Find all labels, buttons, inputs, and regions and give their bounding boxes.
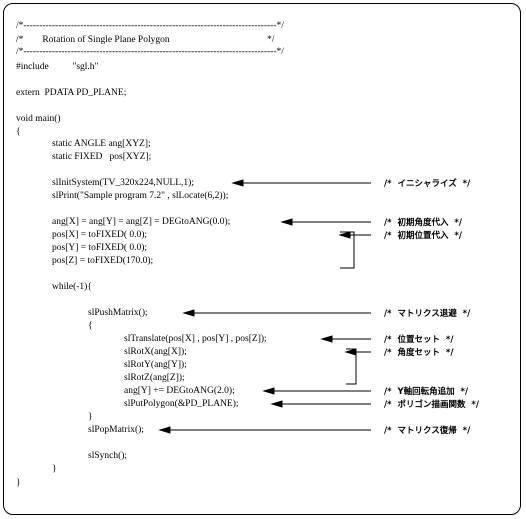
code-line-pos-z: pos[Z] = toFIXED(170.0); — [52, 256, 154, 266]
arrow-head-matrix-pop — [158, 426, 171, 434]
code-line-close-while: } — [52, 464, 57, 474]
note-matrix-pop: /* マトリクス復帰 */ — [384, 426, 471, 436]
arrow-head-polygon-draw — [270, 400, 283, 408]
code-line-synch: slSynch(); — [88, 451, 128, 461]
code-line-print: slPrint("Sample program 7.2" , slLocate(… — [52, 191, 229, 201]
arrow-head-initialize — [231, 179, 244, 187]
arrow-head-angle-set — [344, 348, 357, 356]
code-line-header-bottom: /*--------------------------------------… — [16, 47, 284, 57]
arrow-head-y-rotation — [262, 387, 275, 395]
code-line-rot-z: slRotZ(ang[Z]); — [124, 373, 185, 383]
code-line-push-matrix: slPushMatrix(); — [88, 308, 148, 318]
code-line-extern: extern PDATA PD_PLANE; — [16, 88, 127, 98]
arrow-head-position-set — [320, 335, 333, 343]
code-line-static-fixed: static FIXED pos[XYZ]; — [52, 152, 152, 162]
note-polygon-draw: /* ポリゴン描画関数 */ — [384, 400, 479, 410]
code-line-put-polygon: slPutPolygon(&PD_PLANE); — [124, 399, 239, 409]
code-listing-frame — [3, 3, 521, 515]
bracket-position-lines — [340, 231, 355, 269]
code-line-open-main: { — [16, 127, 21, 137]
code-line-rot-y: slRotY(ang[Y]); — [124, 360, 187, 370]
code-line-init-system: slInitSystem(TV_320x224,NULL,1); — [52, 178, 194, 188]
arrow-head-matrix-push — [182, 309, 195, 317]
note-y-rotation-add: /* Y軸回転角追加 */ — [384, 387, 469, 397]
code-line-include: #include "sgl.h" — [16, 62, 99, 72]
bracket-rotation-lines — [346, 348, 357, 385]
code-line-while: while(-1){ — [52, 282, 92, 292]
note-angle-set: /* 角度セット */ — [384, 348, 454, 358]
code-line-translate: slTranslate(pos[X] , pos[Y] , pos[Z]); — [124, 334, 267, 344]
note-initial-position: /* 初期位置代入 */ — [384, 231, 462, 241]
note-matrix-push: /* マトリクス退避 */ — [384, 309, 471, 319]
code-line-pos-x: pos[X] = toFIXED( 0.0); — [52, 230, 148, 240]
code-line-header-top: /*--------------------------------------… — [16, 21, 284, 31]
note-initial-angle: /* 初期角度代入 */ — [384, 218, 462, 228]
note-position-set: /* 位置セット */ — [384, 335, 454, 345]
code-line-rot-x: slRotX(ang[X]); — [124, 347, 187, 357]
code-line-open-block: { — [88, 321, 93, 331]
code-line-ang-init: ang[X] = ang[Y] = ang[Z] = DEGtoANG(0.0)… — [52, 217, 231, 227]
code-line-main: void main() — [16, 114, 61, 124]
code-line-close-block: } — [88, 412, 93, 422]
code-line-close-main: } — [16, 478, 21, 488]
code-line-pop-matrix: slPopMatrix(); — [88, 425, 144, 435]
code-line-ang-y-add: ang[Y] += DEGtoANG(2.0); — [124, 386, 235, 396]
arrow-head-initial-position — [338, 231, 351, 239]
note-initialize: /* イニシャライズ */ — [384, 179, 471, 189]
arrow-head-initial-angle — [280, 218, 293, 226]
code-line-header-title: /* Rotation of Single Plane Polygon */ — [16, 35, 275, 45]
code-line-static-angle: static ANGLE ang[XYZ]; — [52, 139, 151, 149]
code-line-pos-y: pos[Y] = toFIXED( 0.0); — [52, 243, 148, 253]
